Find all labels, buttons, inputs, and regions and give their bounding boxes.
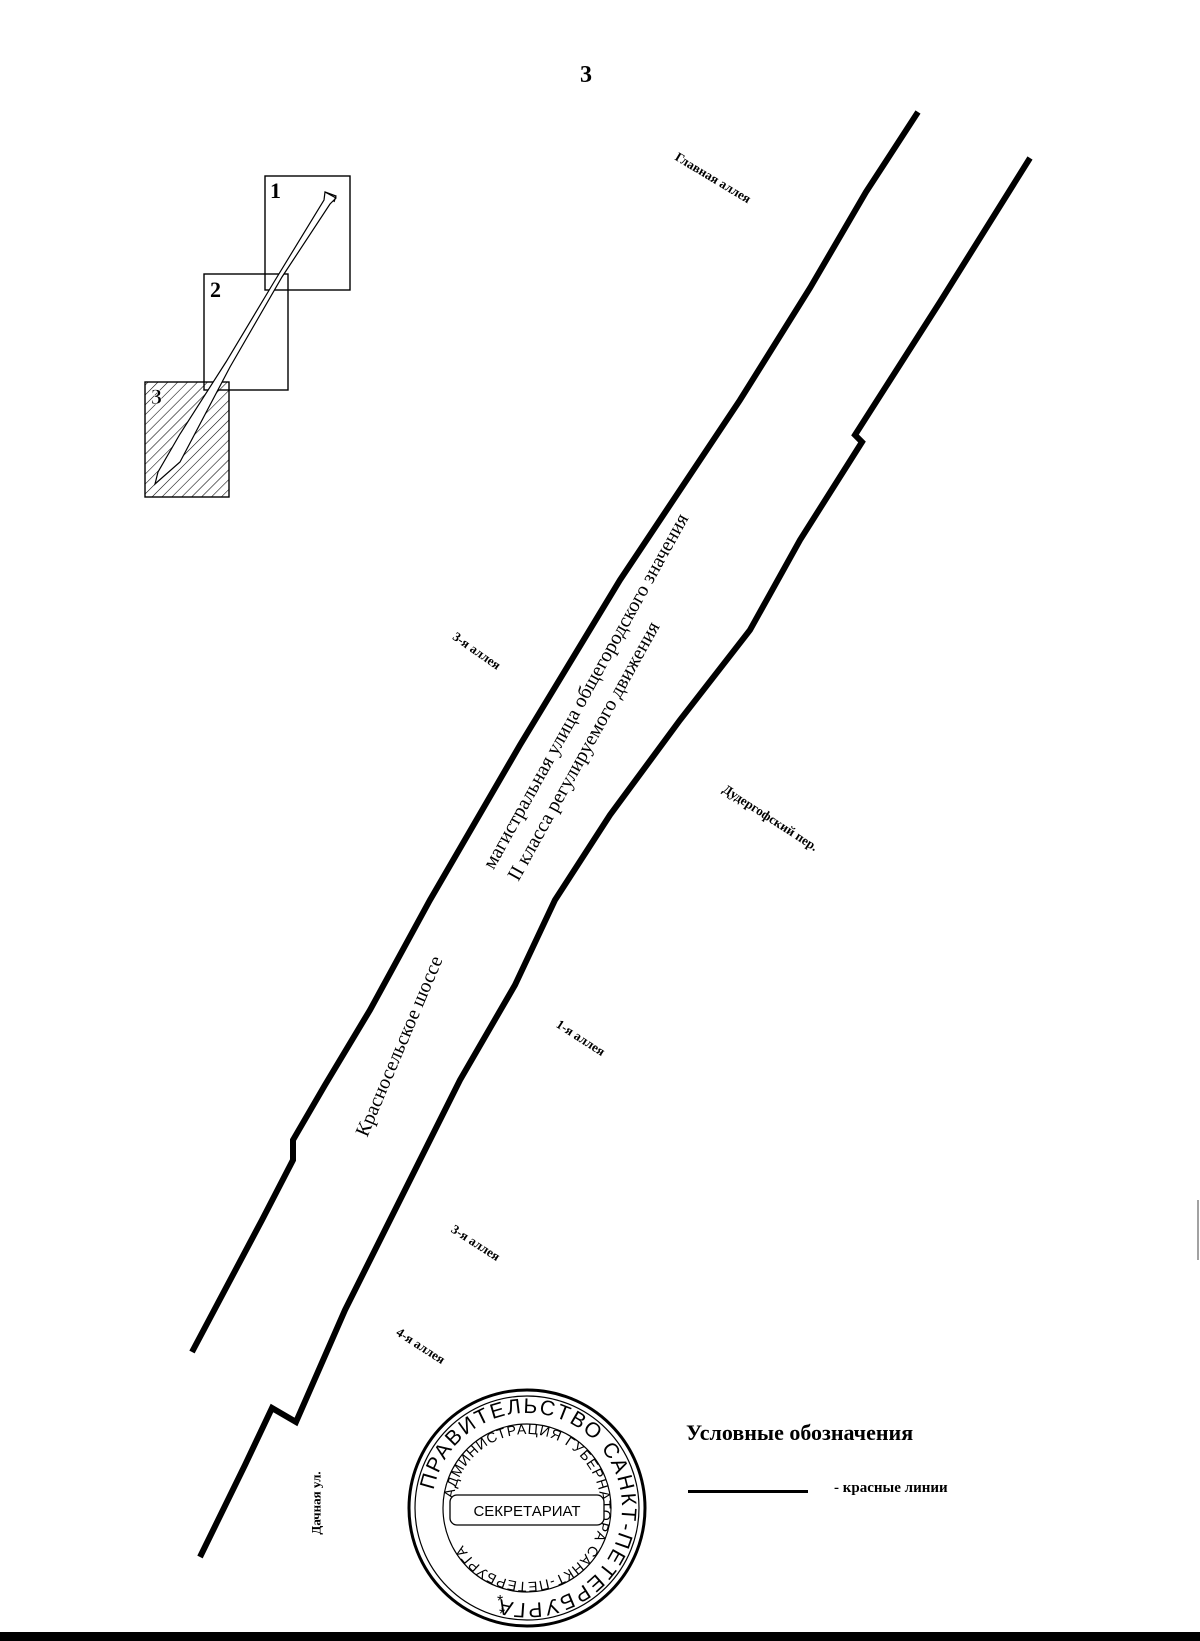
- red-line-right: [197, 156, 1033, 1559]
- index-road-outline: [153, 191, 337, 486]
- index-sheet-2-number: 2: [210, 277, 221, 302]
- official-stamp: ПРАВИТЕЛЬСТВО САНКТ-ПЕТЕРБУРГА АДМИНИСТР…: [402, 1383, 652, 1633]
- index-sheet-1-frame: [264, 175, 351, 291]
- label-dachnaya-ul: Дачная ул.: [308, 1471, 324, 1535]
- svg-text:*: *: [497, 1593, 503, 1610]
- index-sheet-2-frame: [203, 273, 289, 391]
- legend-title: Условные обозначения: [686, 1420, 914, 1445]
- scan-bottom-edge: [0, 1632, 1200, 1641]
- index-sheet-3-number: 3: [151, 384, 162, 409]
- index-map: 1 2 3: [144, 175, 351, 498]
- red-line-left: [189, 110, 921, 1354]
- legend-line-symbol: [688, 1490, 808, 1493]
- legend-item-label: - красные линии: [834, 1480, 948, 1496]
- svg-text:*: *: [499, 1606, 505, 1623]
- index-sheet-1-number: 1: [270, 178, 281, 203]
- legend-item-red-lines: - красные линии: [688, 1478, 988, 1508]
- stamp-center-text: СЕКРЕТАРИАТ: [473, 1503, 580, 1520]
- page-number: 3: [580, 62, 592, 88]
